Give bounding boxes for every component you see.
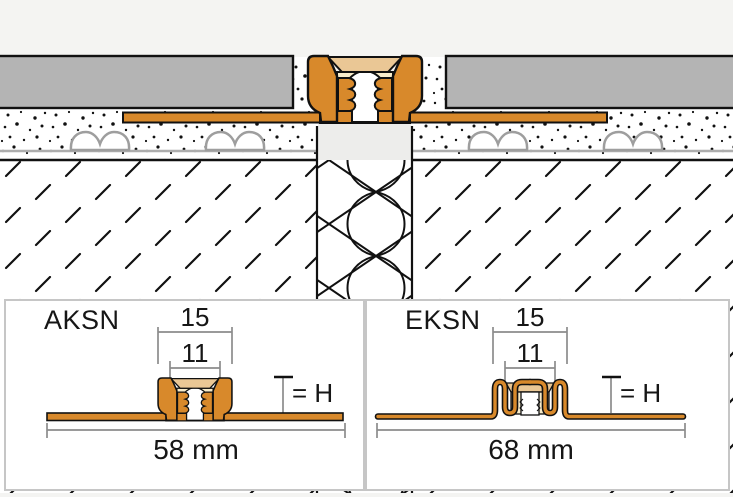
aksn-dim-15-lines xyxy=(157,327,233,364)
joint-gap xyxy=(318,122,411,160)
aksn-dim-11-label: 11 xyxy=(181,338,209,368)
aksn-total-width-label: 58 mm xyxy=(153,434,239,465)
aksn-height-label: = H xyxy=(292,378,334,408)
eksn-dim-h-lines xyxy=(602,375,621,413)
eksn-panel: EKSN 15 11 = H 68 mm xyxy=(365,299,730,491)
eksn-title: EKSN xyxy=(405,305,481,335)
tile-left xyxy=(0,54,295,110)
eksn-total-width-label: 68 mm xyxy=(488,434,574,465)
eksn-height-label: = H xyxy=(620,378,662,408)
eksn-dim-15-lines xyxy=(492,327,568,364)
aksn-total-dim-lines xyxy=(46,423,346,438)
aksn-leg-left xyxy=(46,412,170,422)
mortar-joint-right xyxy=(422,57,446,107)
profile-anchoring-leg-left xyxy=(122,111,341,124)
eksn-folded-strip xyxy=(374,378,687,420)
profile-center-section xyxy=(306,54,424,125)
aksn-drawing xyxy=(46,327,346,438)
aksn-dim-h-lines xyxy=(274,375,293,413)
eksn-total-dim-lines xyxy=(376,423,686,438)
mortar-joint-left xyxy=(293,57,311,107)
aksn-panel: AKSN 15 11 = H 58 mm xyxy=(4,299,365,491)
profile-anchoring-leg-right xyxy=(389,111,608,124)
aksn-title: AKSN xyxy=(44,305,120,335)
eksn-drawing xyxy=(374,327,687,438)
tile-right xyxy=(444,54,733,110)
aksn-dim-15-label: 15 xyxy=(180,302,210,332)
aksn-center-section xyxy=(157,377,233,422)
eksn-dim-11-label: 11 xyxy=(516,338,544,368)
aksn-leg-right xyxy=(220,412,344,422)
eksn-dim-15-label: 15 xyxy=(515,302,545,332)
